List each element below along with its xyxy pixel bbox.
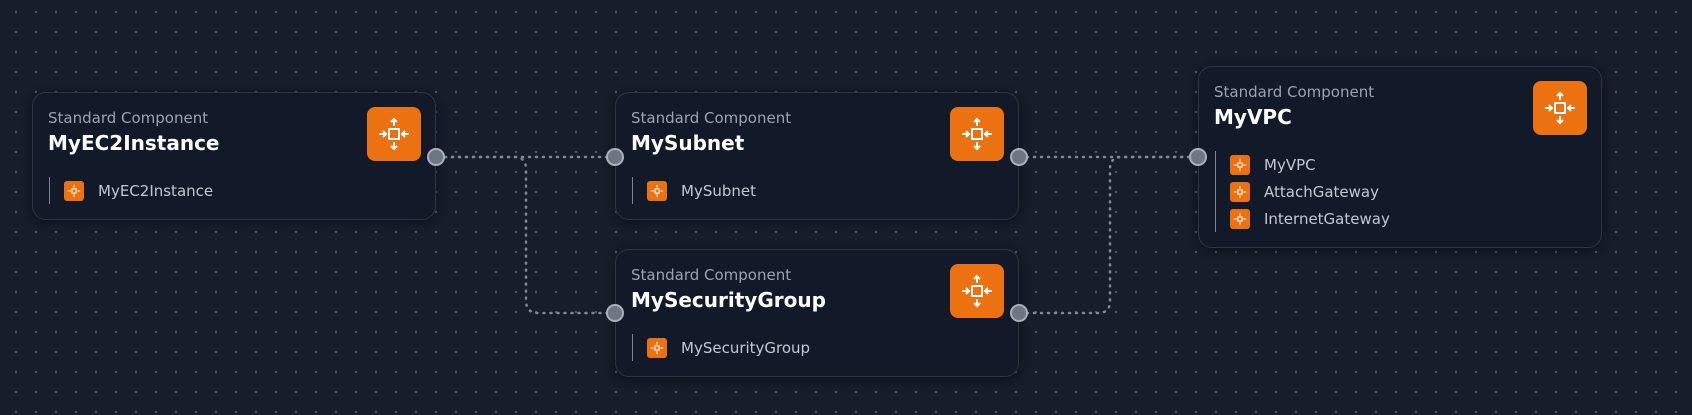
node-title: MySecurityGroup [631, 288, 826, 312]
node-type-label: Standard Component [1214, 83, 1375, 101]
node-type-label: Standard Component [48, 109, 209, 127]
resource-label: MyVPC [1264, 155, 1316, 174]
resource-item[interactable]: MySecurityGroup [647, 334, 810, 361]
component-icon [950, 264, 1004, 318]
edge-ec2-to-security-group [443, 155, 616, 315]
node-title: MyVPC [1214, 105, 1292, 129]
resource-item[interactable]: MySubnet [647, 177, 756, 204]
resource-item[interactable]: AttachGateway [1230, 178, 1390, 205]
resource-item[interactable]: MyEC2Instance [64, 177, 213, 204]
component-icon [367, 107, 421, 161]
resource-list: MySubnet [632, 177, 756, 204]
component-icon [1533, 81, 1587, 135]
node-title: MyEC2Instance [48, 131, 220, 155]
edge-security-group-to-vpc [1018, 155, 1199, 315]
resource-label: AttachGateway [1264, 182, 1379, 201]
node-type-label: Standard Component [631, 266, 792, 284]
resource-label: MySubnet [681, 181, 756, 200]
component-icon [950, 107, 1004, 161]
port-vpc-input[interactable] [1189, 148, 1207, 166]
component-icon [647, 337, 667, 358]
port-ec2-output[interactable] [427, 148, 445, 166]
port-subnet-input[interactable] [606, 148, 624, 166]
component-icon [647, 180, 667, 201]
component-icon [1230, 181, 1250, 202]
resource-item[interactable]: InternetGateway [1230, 205, 1390, 232]
resource-list: MyVPC AttachGateway InternetGateway [1215, 151, 1390, 232]
node-my-subnet[interactable]: Standard Component MySubnet MySubnet [615, 92, 1019, 220]
port-security-group-input[interactable] [606, 304, 624, 322]
port-subnet-output[interactable] [1010, 148, 1028, 166]
resource-label: MySecurityGroup [681, 338, 811, 357]
component-icon [1230, 154, 1250, 175]
resource-list: MyEC2Instance [49, 177, 213, 204]
node-my-ec2-instance[interactable]: Standard Component MyEC2Instance MyEC2In… [32, 92, 436, 220]
node-my-vpc[interactable]: Standard Component MyVPC MyVPC AttachGat… [1198, 66, 1602, 248]
component-icon [1230, 208, 1250, 229]
port-security-group-output[interactable] [1010, 304, 1028, 322]
resource-label: InternetGateway [1264, 209, 1390, 228]
node-type-label: Standard Component [631, 109, 792, 127]
component-icon [64, 180, 84, 201]
node-my-security-group[interactable]: Standard Component MySecurityGroup MySec… [615, 249, 1019, 377]
resource-item[interactable]: MyVPC [1230, 151, 1390, 178]
resource-list: MySecurityGroup [632, 334, 810, 361]
node-title: MySubnet [631, 131, 745, 155]
resource-label: MyEC2Instance [98, 181, 214, 200]
